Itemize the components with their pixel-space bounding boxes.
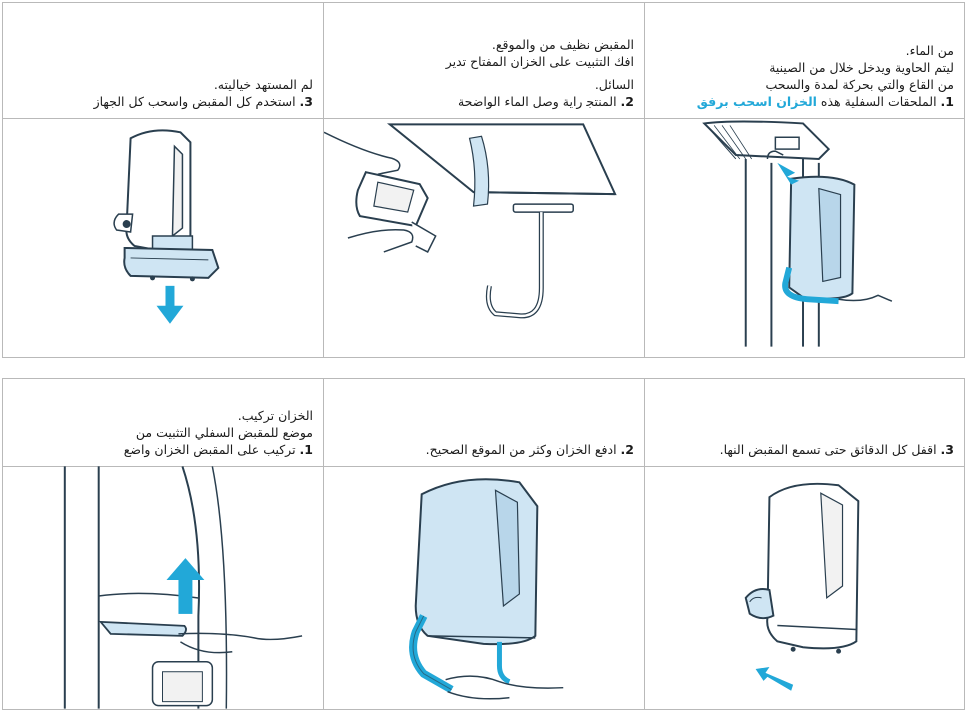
illustration-push-tank	[324, 466, 645, 709]
illustration-insert-handle	[3, 466, 324, 709]
caption-line: ﻣﻮﺿﻊ ﻟﻠﻤﻘﺒﺾ ﺍﻟﺴﻔﻠﻲ ﺍﻟﺘﺜﺒﻴﺖ ﻣﻦ	[13, 424, 313, 441]
caption-cell-top-right: ﻣﻦ ﺍﻟﻤﺎﺀ. ﻟﻴﺘﻢ ﺍﻟﺤﺎﻭﻳﺔ ﻭﻳﺪﺧﻞ ﺧﻼﻝ ﻣﻦ ﺍﻟﺼﻴ…	[645, 3, 964, 118]
water-tank-icon	[645, 118, 964, 357]
caption-line: ﻟﻢ ﺍﻟﻤﺴﺘﻬﺪ ﺧﻴﺎﻟﻴﺘﻪ.	[13, 76, 313, 93]
caption-line: ﺍﻟﺴﺎﺋﻞ.	[334, 76, 634, 93]
step-caption: ﻟﻢ ﺍﻟﻤﺴﺘﻬﺪ ﺧﻴﺎﻟﻴﺘﻪ. 3. ﺍﺳﺘﺨﺪﻡ ﻛﻞ ﺍﻟﻤﻘﺒﺾ …	[13, 76, 313, 110]
step-caption: ﺍﻟﺨﺰﺍﻥ ﺗﺮﻛﻴﺐ. ﻣﻮﺿﻊ ﻟﻠﻤﻘﺒﺾ ﺍﻟﺴﻔﻠﻲ ﺍﻟﺘﺜﺒﻴﺖ…	[13, 407, 313, 458]
step-number: 1.	[941, 94, 954, 109]
illustration-rinse-tank	[324, 118, 645, 357]
caption-line: ﻣﻦ ﺍﻟﻘﺎﻉ ﻭﺍﻟﺘﻲ ﺑﺤﺮﻛﺔ ﻟﻤﺪﺓ ﻭﺍﻟﺴﺤﺐ	[655, 76, 954, 93]
caption-line: ﺍﻓﻚ ﺍﻟﺘﺜﺒﻴﺖ ﻋﻠﻰ ﺍﻟﺨﺰﺍﻥ ﺍﻟﻤﻔﺘﺎﺡ ﺗﺪﻳﺮ	[334, 53, 634, 70]
top-instruction-grid: ﻟﻢ ﺍﻟﻤﺴﺘﻬﺪ ﺧﻴﺎﻟﻴﺘﻪ. 3. ﺍﺳﺘﺨﺪﻡ ﻛﻞ ﺍﻟﻤﻘﺒﺾ …	[2, 2, 965, 358]
water-tank-icon	[3, 466, 323, 709]
caption-cell-bottom-middle: 2. ﺍﺩﻓﻊ ﺍﻟﺨﺰﺍﻥ ﻭﻛﺜﺮ ﻣﻦ ﺍﻟﻤﻮﻗﻊ ﺍﻟﺼﺤﻴﺢ.	[324, 379, 645, 466]
caption-line: ﺍﻟﺨﺰﺍﻥ ﺗﺮﻛﻴﺐ.	[13, 407, 313, 424]
caption-line: ﺍﻗﻔﻞ ﻛﻞ ﺍﻟﺪﻗﺎﺋﻖ ﺣﺘﻰ ﺗﺴﻤﻊ ﺍﻟﻤﻘﺒﺾ ﺍﻟﻨﻬﺎ.	[720, 442, 937, 457]
water-tank-icon	[324, 118, 644, 357]
illustration-remove-base	[3, 118, 324, 357]
bottom-caption-row: ﺍﻟﺨﺰﺍﻥ ﺗﺮﻛﻴﺐ. ﻣﻮﺿﻊ ﻟﻠﻤﻘﺒﺾ ﺍﻟﺴﻔﻠﻲ ﺍﻟﺘﺜﺒﻴﺖ…	[3, 379, 964, 467]
water-tank-icon	[645, 466, 964, 709]
top-illustration-row	[3, 118, 964, 357]
step-caption: 3. ﺍﻗﻔﻞ ﻛﻞ ﺍﻟﺪﻗﺎﺋﻖ ﺣﺘﻰ ﺗﺴﻤﻊ ﺍﻟﻤﻘﺒﺾ ﺍﻟﻨﻬﺎ…	[655, 441, 954, 458]
water-tank-icon	[3, 118, 323, 357]
caption-cell-bottom-right: 3. ﺍﻗﻔﻞ ﻛﻞ ﺍﻟﺪﻗﺎﺋﻖ ﺣﺘﻰ ﺗﺴﻤﻊ ﺍﻟﻤﻘﺒﺾ ﺍﻟﻨﻬﺎ…	[645, 379, 964, 466]
hand-icon	[178, 633, 302, 652]
illustration-lock-lever	[645, 466, 964, 709]
step-caption: ﻣﻦ ﺍﻟﻤﺎﺀ. ﻟﻴﺘﻢ ﺍﻟﺤﺎﻭﻳﺔ ﻭﻳﺪﺧﻞ ﺧﻼﻝ ﻣﻦ ﺍﻟﺼﻴ…	[655, 42, 954, 110]
step-number: 1.	[300, 442, 313, 457]
bottom-illustration-row	[3, 466, 964, 709]
caption-line: ﺍﺳﺘﺨﺪﻡ ﻛﻞ ﺍﻟﻤﻘﺒﺾ ﻭﺍﺳﺤﺐ ﻛﻞ ﺍﻟﺠﻬﺎﺯ	[94, 94, 296, 109]
step-number: 3.	[300, 94, 313, 109]
step-caption: 2. ﺍﺩﻓﻊ ﺍﻟﺨﺰﺍﻥ ﻭﻛﺜﺮ ﻣﻦ ﺍﻟﻤﻮﻗﻊ ﺍﻟﺼﺤﻴﺢ.	[334, 441, 634, 458]
top-caption-row: ﻟﻢ ﺍﻟﻤﺴﺘﻬﺪ ﺧﻴﺎﻟﻴﺘﻪ. 3. ﺍﺳﺘﺨﺪﻡ ﻛﻞ ﺍﻟﻤﻘﺒﺾ …	[3, 3, 964, 119]
arrow-down-icon	[157, 286, 184, 324]
caption-line: ﺍﻟﻤﻠﺤﻘﺎﺕ ﺍﻟﺴﻔﻠﻴﺔ ﻫﺬﻩ	[821, 94, 937, 109]
caption-cell-bottom-left: ﺍﻟﺨﺰﺍﻥ ﺗﺮﻛﻴﺐ. ﻣﻮﺿﻊ ﻟﻠﻤﻘﺒﺾ ﺍﻟﺴﻔﻠﻲ ﺍﻟﺘﺜﺒﻴﺖ…	[3, 379, 324, 466]
step-number: 2.	[621, 94, 634, 109]
caption-line: ﺍﻟﻤﻘﺒﺾ ﻧﻈﻴﻒ ﻣﻦ ﻭﺍﻟﻤﻮﻗﻊ.	[334, 36, 634, 53]
arrow-up-icon	[777, 163, 799, 185]
caption-line: ﻟﻴﺘﻢ ﺍﻟﺤﺎﻭﻳﺔ ﻭﻳﺪﺧﻞ ﺧﻼﻝ ﻣﻦ ﺍﻟﺼﻴﻨﻴﺔ	[655, 59, 954, 76]
step-number: 2.	[621, 442, 634, 457]
water-tank-icon	[324, 466, 644, 709]
arrow-left-icon	[756, 667, 794, 691]
bottom-instruction-grid: ﺍﻟﺨﺰﺍﻥ ﺗﺮﻛﻴﺐ. ﻣﻮﺿﻊ ﻟﻠﻤﻘﺒﺾ ﺍﻟﺴﻔﻠﻲ ﺍﻟﺘﺜﺒﻴﺖ…	[2, 378, 965, 710]
caption-cell-top-left: ﻟﻢ ﺍﻟﻤﺴﺘﻬﺪ ﺧﻴﺎﻟﻴﺘﻪ. 3. ﺍﺳﺘﺨﺪﻡ ﻛﻞ ﺍﻟﻤﻘﺒﺾ …	[3, 3, 324, 118]
caption-line: ﺍﻟﻤﻨﺘﺠ ﺭﺍﻳﺔ ﻭﺻﻞ ﺍﻟﻤﺎﺀ ﺍﻟﻮﺍﺿﺤﺔ	[458, 94, 617, 109]
step-number: 3.	[941, 442, 954, 457]
caption-line: ﻣﻦ ﺍﻟﻤﺎﺀ.	[655, 42, 954, 59]
caption-line: ﺍﺩﻓﻊ ﺍﻟﺨﺰﺍﻥ ﻭﻛﺜﺮ ﻣﻦ ﺍﻟﻤﻮﻗﻊ ﺍﻟﺼﺤﻴﺢ.	[426, 442, 617, 457]
illustration-pull-tank	[645, 118, 964, 357]
caption-cell-top-middle: ﺍﻟﻤﻘﺒﺾ ﻧﻈﻴﻒ ﻣﻦ ﻭﺍﻟﻤﻮﻗﻊ. ﺍﻓﻚ ﺍﻟﺘﺜﺒﻴﺖ ﻋﻠﻰ …	[324, 3, 645, 118]
caption-highlight: ﺍﻟﺨﺰﺍﻥ ﺍﺳﺤﺐ ﺑﺮﻓﻖ	[697, 94, 817, 109]
caption-line: ﺗﺮﻛﻴﺐ ﻋﻠﻰ ﺍﻟﻤﻘﺒﺾ ﺍﻟﺨﺰﺍﻥ ﻭﺍﺿﻊ	[124, 442, 296, 457]
step-caption: ﺍﻟﻤﻘﺒﺾ ﻧﻈﻴﻒ ﻣﻦ ﻭﺍﻟﻤﻮﻗﻊ. ﺍﻓﻚ ﺍﻟﺘﺜﺒﻴﺖ ﻋﻠﻰ …	[334, 36, 634, 110]
